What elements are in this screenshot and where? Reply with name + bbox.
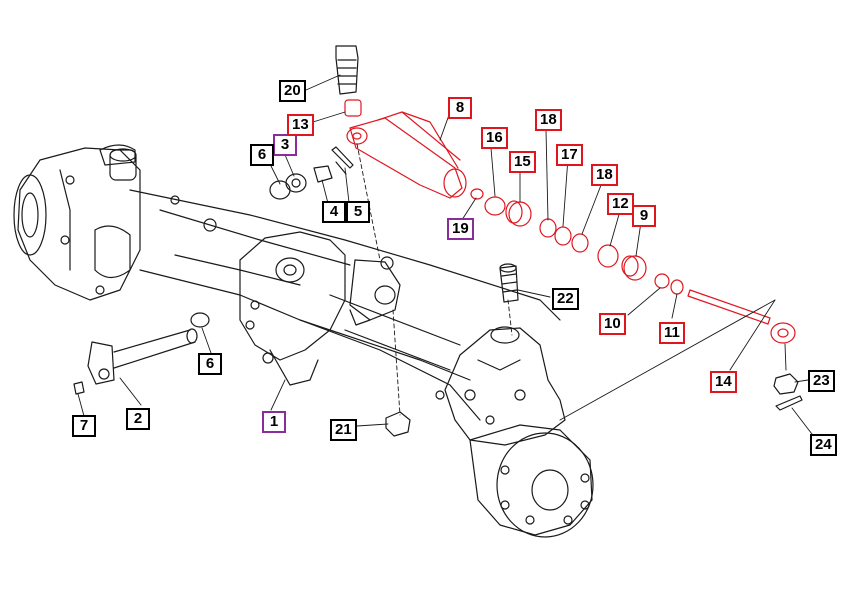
o-ring-18b	[571, 233, 589, 253]
callout-12: 12	[607, 193, 634, 215]
callout-11: 11	[659, 322, 685, 344]
callout-22: 22	[552, 288, 579, 310]
callout-1: 1	[262, 411, 286, 433]
callout-20: 20	[279, 80, 306, 102]
callout-16: 16	[481, 127, 508, 149]
nut-21	[385, 411, 411, 437]
callout-15: 15	[509, 151, 536, 173]
grease-fitting-7	[73, 381, 85, 395]
washer-3	[285, 173, 307, 193]
callout-6-upper: 6	[250, 144, 274, 166]
bushing-13	[344, 99, 362, 117]
callout-8: 8	[448, 97, 472, 119]
callout-23: 23	[808, 370, 835, 392]
o-ring-6-upper	[269, 180, 291, 200]
piston-9	[623, 255, 647, 281]
stud-22	[499, 263, 519, 303]
callout-17: 17	[556, 144, 583, 166]
callout-18-lower: 18	[591, 164, 618, 186]
cylinder-body-8	[349, 117, 463, 199]
callout-24: 24	[810, 434, 837, 456]
seal-12	[597, 244, 619, 268]
axle-housing	[13, 144, 594, 538]
callout-19: 19	[447, 218, 474, 240]
callout-4: 4	[322, 201, 346, 223]
callout-6-lower: 6	[198, 353, 222, 375]
callout-7: 7	[72, 415, 96, 437]
o-ring-18a	[539, 218, 557, 238]
cotter-pin-5	[331, 146, 354, 175]
seal-19	[470, 188, 484, 200]
ring-16	[484, 196, 506, 216]
bolt-20	[335, 45, 359, 95]
ring-17	[554, 226, 572, 246]
ring-10	[654, 273, 670, 289]
callout-10: 10	[599, 313, 626, 335]
pivot-pin-2	[87, 328, 198, 385]
rod-14	[687, 289, 771, 325]
callout-13: 13	[287, 114, 314, 136]
callout-18-upper: 18	[535, 109, 562, 131]
callout-21: 21	[330, 419, 357, 441]
ring-11	[670, 279, 684, 295]
callout-2: 2	[126, 408, 150, 430]
cotter-pin-24	[775, 395, 803, 411]
castle-nut-4	[313, 165, 333, 183]
callout-3: 3	[273, 134, 297, 156]
o-ring-6-lower	[190, 312, 210, 328]
callout-14: 14	[710, 371, 737, 393]
callout-9: 9	[632, 205, 656, 227]
nut-23	[773, 373, 799, 395]
callout-5: 5	[346, 201, 370, 223]
